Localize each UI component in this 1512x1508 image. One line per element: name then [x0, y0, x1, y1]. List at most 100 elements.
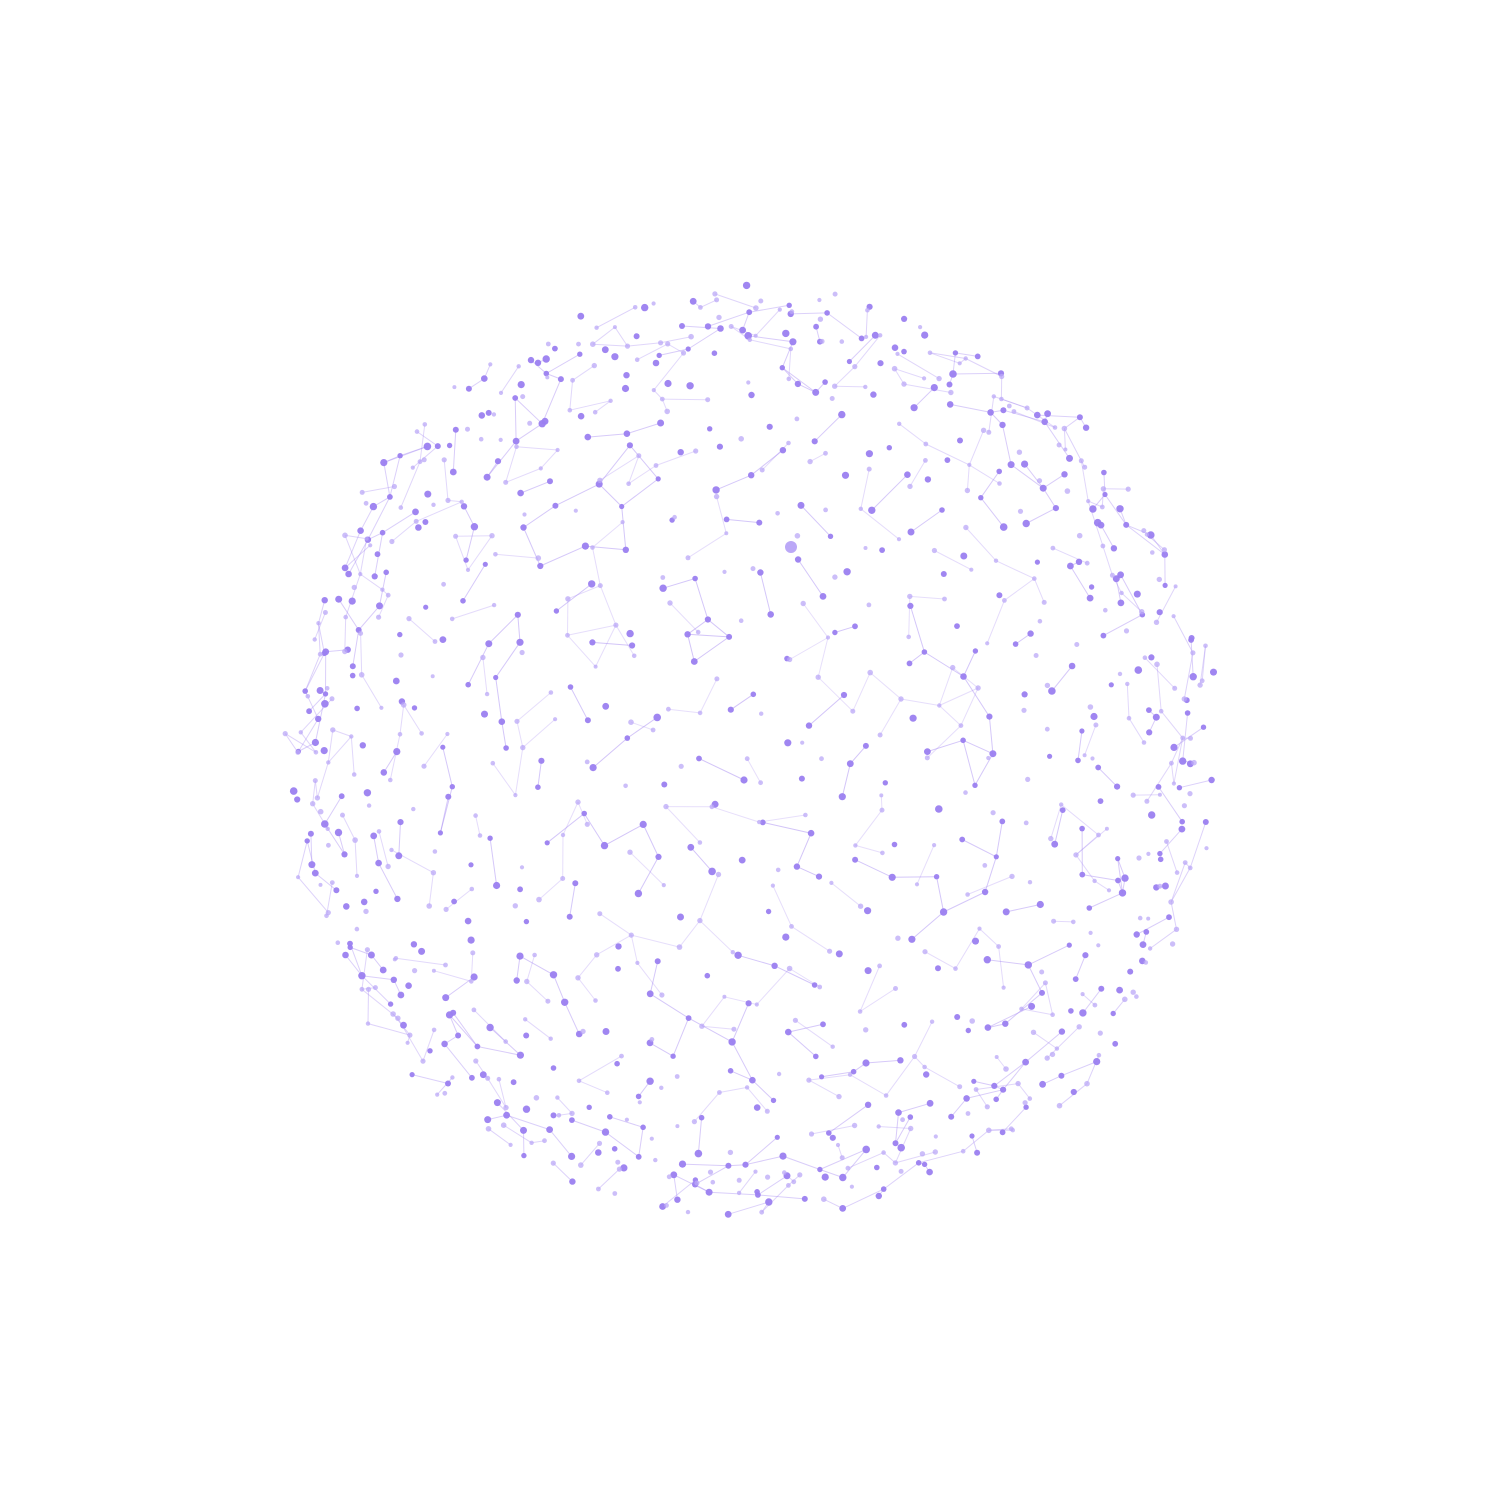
graph-node: [723, 516, 730, 523]
graph-edge: [789, 637, 829, 660]
graph-node: [445, 1011, 454, 1019]
graph-edge: [802, 603, 829, 638]
graph-node: [1047, 753, 1053, 759]
graph-node: [912, 1053, 918, 1060]
graph-edge: [869, 672, 902, 700]
graph-node: [685, 346, 691, 352]
graph-node: [498, 718, 506, 725]
graph-edge: [665, 806, 701, 843]
graph-node: [812, 388, 820, 396]
graph-node: [830, 1044, 835, 1049]
graph-node: [1079, 728, 1085, 734]
graph-edge: [687, 619, 709, 635]
graph-node: [555, 447, 560, 453]
graph-node: [306, 708, 312, 715]
graph-node: [397, 631, 403, 638]
graph-node: [538, 466, 543, 471]
graph-node: [467, 936, 475, 944]
graph-edge: [749, 304, 790, 313]
graph-edge: [967, 875, 1013, 895]
graph-node: [997, 481, 1002, 486]
graph-node: [797, 1172, 803, 1178]
graph-edge: [500, 366, 520, 394]
graph-node: [922, 949, 928, 955]
graph-node: [986, 713, 993, 720]
graph-node: [789, 309, 795, 315]
graph-edge: [918, 1150, 964, 1164]
graph-edge: [1104, 494, 1127, 526]
graph-node: [503, 1111, 510, 1119]
graph-edge: [898, 1102, 931, 1114]
graph-edge: [797, 559, 824, 597]
graph-edge: [1054, 809, 1064, 845]
graph-edge: [398, 822, 401, 856]
graph-edge: [993, 1061, 1026, 1087]
graph-edge: [790, 312, 828, 315]
graph-edge: [621, 478, 659, 507]
graph-edge: [360, 506, 374, 531]
graph-node: [1092, 1002, 1098, 1008]
graph-node: [581, 542, 590, 550]
graph-edge: [515, 423, 543, 442]
graph-node: [318, 882, 323, 887]
graph-node: [624, 343, 631, 349]
graph-node: [1082, 753, 1087, 758]
graph-edge: [903, 383, 951, 393]
graph-node: [847, 1072, 853, 1077]
graph-edge: [925, 443, 970, 466]
graph-node: [607, 1114, 613, 1120]
graph-node: [1133, 590, 1141, 598]
graph-node: [1088, 584, 1095, 590]
graph-edge: [553, 974, 566, 1003]
graph-node: [725, 1162, 732, 1169]
graph-node: [877, 732, 883, 738]
graph-node: [918, 325, 923, 330]
graph-node: [906, 660, 913, 667]
graph-node: [1112, 1040, 1119, 1047]
graph-node: [1119, 590, 1124, 596]
graph-node: [1127, 968, 1134, 975]
graph-node: [423, 604, 429, 610]
graph-node: [841, 471, 850, 479]
graph-edge: [344, 530, 362, 569]
graph-node: [846, 760, 854, 768]
graph-node: [1130, 989, 1136, 995]
graph-node: [922, 1064, 927, 1070]
graph-edge: [817, 637, 829, 678]
graph-node: [891, 344, 899, 352]
graph-node: [964, 487, 971, 494]
graph-node: [1042, 980, 1048, 986]
graph-edge: [952, 372, 1002, 375]
graph-node: [1068, 662, 1076, 670]
graph-edge: [452, 1012, 478, 1047]
graph-edge: [598, 1168, 620, 1190]
graph-node: [380, 459, 388, 467]
graph-edge: [831, 882, 861, 907]
graph-edge: [455, 535, 493, 537]
graph-edge: [855, 809, 883, 846]
graph-edge: [382, 511, 416, 534]
graph-edge: [962, 1129, 990, 1152]
graph-edge: [1170, 862, 1186, 903]
graph-node: [798, 775, 805, 782]
graph-node: [1075, 558, 1083, 565]
graph-edge: [1179, 779, 1212, 789]
graph-node: [503, 1039, 509, 1044]
graph-node: [1056, 442, 1062, 448]
graph-node: [797, 501, 805, 509]
graph-node: [901, 315, 908, 322]
graph-node: [449, 616, 455, 622]
graph-node: [565, 632, 570, 638]
graph-node: [449, 468, 457, 476]
graph-node: [468, 862, 474, 868]
graph-node: [836, 1093, 842, 1100]
graph-edge: [1060, 804, 1099, 836]
graph-edge: [943, 891, 986, 913]
graph-node: [898, 1168, 904, 1174]
graph-edge: [344, 544, 371, 569]
graph-node: [901, 348, 907, 355]
graph-edge: [636, 343, 668, 361]
graph-edge: [980, 497, 1005, 528]
graph-node: [577, 351, 583, 357]
